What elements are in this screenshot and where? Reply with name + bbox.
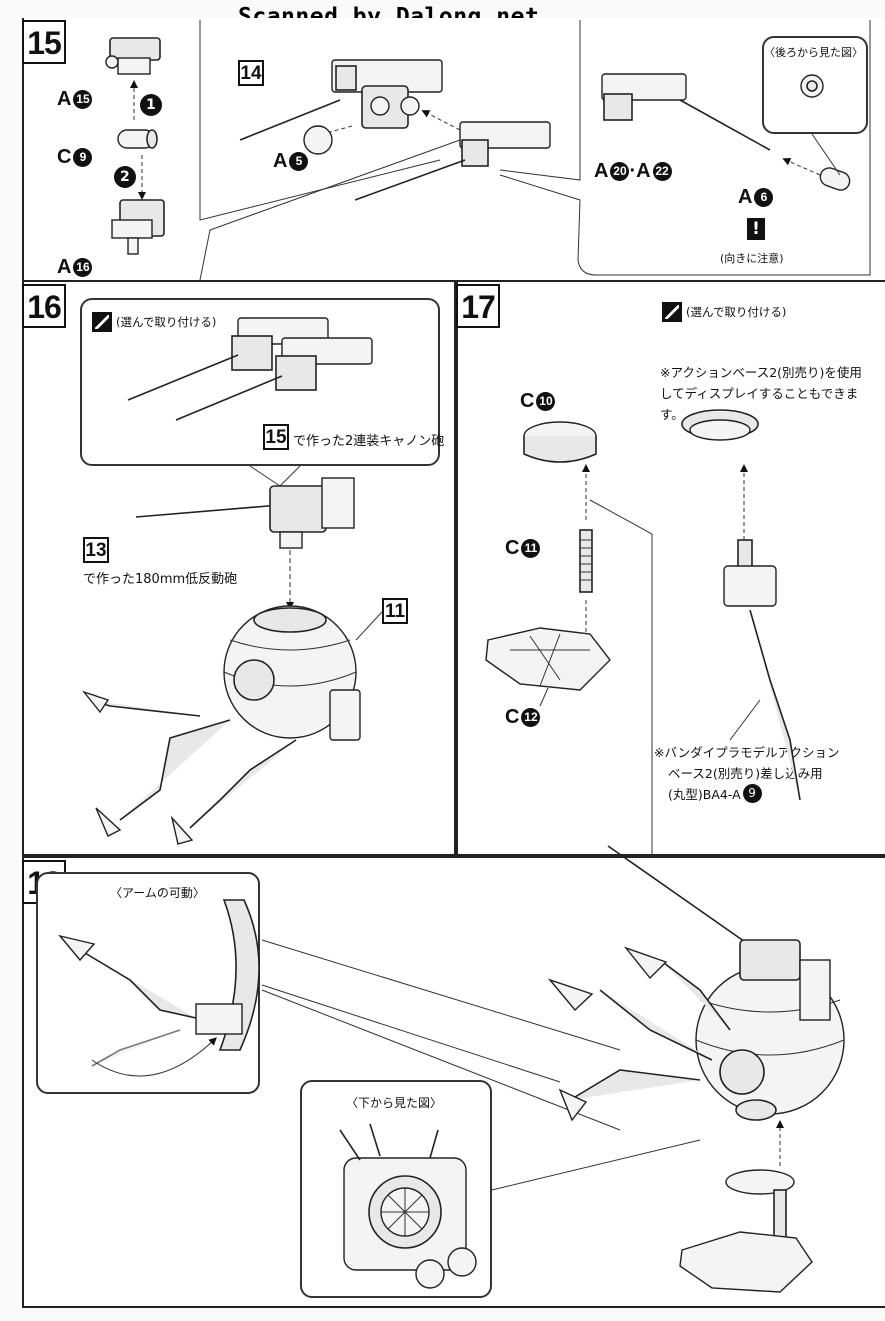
choose-option-16: (選んで取り付ける) (92, 312, 216, 332)
twin-cannon-caption: で作った2連装キャノン砲 (293, 434, 445, 449)
arm-movement-inset (36, 872, 260, 1094)
single-cannon-part (354, 121, 551, 201)
step-17-panel (456, 282, 885, 856)
part-c10-ring (523, 421, 597, 463)
callout-frame (499, 20, 871, 276)
action-base-note: ※アクションベース2(別売り)を使用してディスプレイすることもできます。 (660, 365, 862, 422)
twin-cannon-assembly (239, 59, 443, 155)
pod-arms (81, 690, 297, 845)
part-a6 (819, 167, 851, 191)
cannon-180mm (135, 477, 355, 549)
divider-line (499, 20, 581, 181)
ref-step-14: 14 (238, 60, 264, 86)
choose-icon (92, 312, 112, 332)
twin-cannon-illustration (127, 317, 373, 421)
part-c12-base (485, 627, 611, 691)
main-model-stand (679, 1169, 813, 1293)
cannon-caption: で作った180mm低反動砲 (83, 572, 238, 587)
arm-movement-title: 〈アームの可動〉 (110, 886, 205, 900)
action-base-parts-note: ※バンダイプラモデルアクション ベース2(別売り)差し込み用 (丸型)BA4-A… (654, 745, 840, 803)
warning-orientation-text: (向きに注意) (720, 252, 784, 265)
rear-view-title: 〈後ろから見た図〉 (764, 46, 863, 59)
arm-movement-illustration (58, 899, 260, 1077)
ball-pod-body (223, 605, 361, 741)
choose-icon (662, 302, 682, 322)
step-15-number: 15 (22, 20, 66, 64)
choose-option-17: (選んで取り付ける) (662, 302, 786, 322)
part-a20-a22 (601, 73, 771, 151)
bottom-view-title: 〈下から見た図〉 (346, 1096, 443, 1110)
action-base-arm (723, 539, 801, 801)
step-15-panel (22, 18, 885, 282)
action-base-ring (681, 409, 759, 441)
part-a15 (105, 37, 161, 75)
step-16-number: 16 (22, 284, 66, 328)
ref-step-13: 13 (83, 537, 109, 563)
divider-line (199, 139, 461, 281)
main-assembled-model (547, 845, 845, 1122)
ref-step-15: 15 (263, 424, 289, 450)
bottom-view-illustration (339, 1123, 477, 1289)
ref-step-11: 11 (382, 598, 408, 624)
part-c11-pole (579, 529, 593, 593)
warning-icon: ! (747, 218, 765, 240)
rear-view-part (800, 74, 824, 98)
step-17-number: 17 (456, 284, 500, 328)
part-a16 (111, 199, 165, 255)
divider-line (199, 20, 441, 221)
part-c9 (117, 129, 158, 149)
